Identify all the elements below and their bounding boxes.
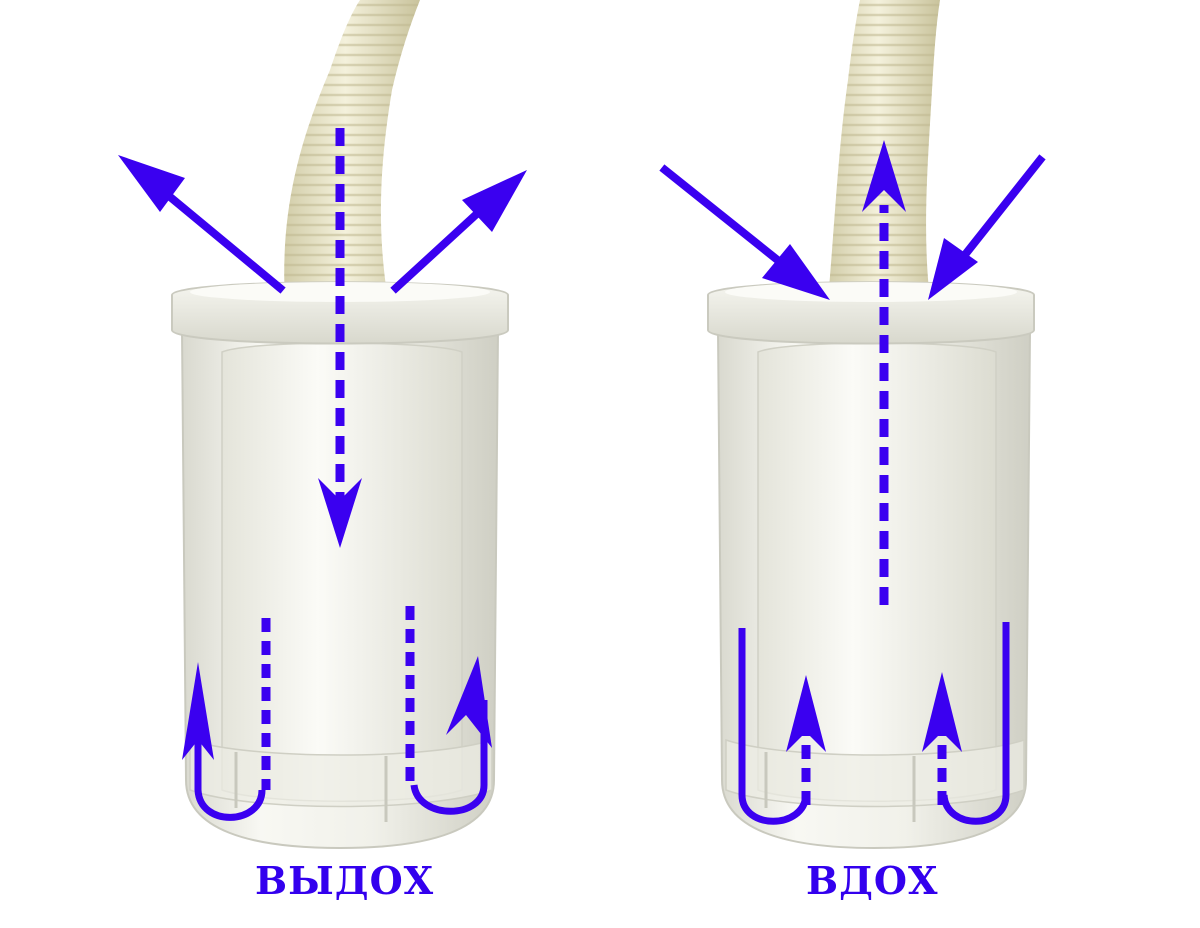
exhale-uturn-left-head <box>182 662 214 760</box>
right-bottom-ring <box>725 738 1025 808</box>
exhale-uturn-right-head <box>446 656 492 748</box>
inhale-label: ВДОХ <box>806 858 939 903</box>
inhale-uturn-right <box>940 622 1010 825</box>
inhale-up-arrowhead <box>862 140 906 212</box>
exhale-label: ВЫДОХ <box>255 858 435 903</box>
right-inhale-arrows <box>659 140 1046 825</box>
left-filter-device <box>171 0 509 850</box>
inhale-uturn-left <box>738 628 810 825</box>
exhale-uturn-right <box>410 700 488 815</box>
inhale-uturn-right-head <box>922 672 962 752</box>
right-filter-device <box>707 0 1035 850</box>
inhale-in-arrowhead-left <box>762 244 830 300</box>
airflow-arrows <box>118 128 1046 825</box>
left-hose <box>284 0 420 300</box>
exhale-out-arrowhead-right <box>462 170 527 232</box>
exhale-out-arrowhead-left <box>118 155 185 212</box>
inhale-in-arrowhead-right <box>928 238 978 300</box>
left-exhale-arrows <box>118 128 527 821</box>
exhale-down-arrowhead <box>318 478 362 548</box>
inhale-uturn-left-head <box>786 675 826 752</box>
exhale-uturn-left <box>194 705 266 821</box>
